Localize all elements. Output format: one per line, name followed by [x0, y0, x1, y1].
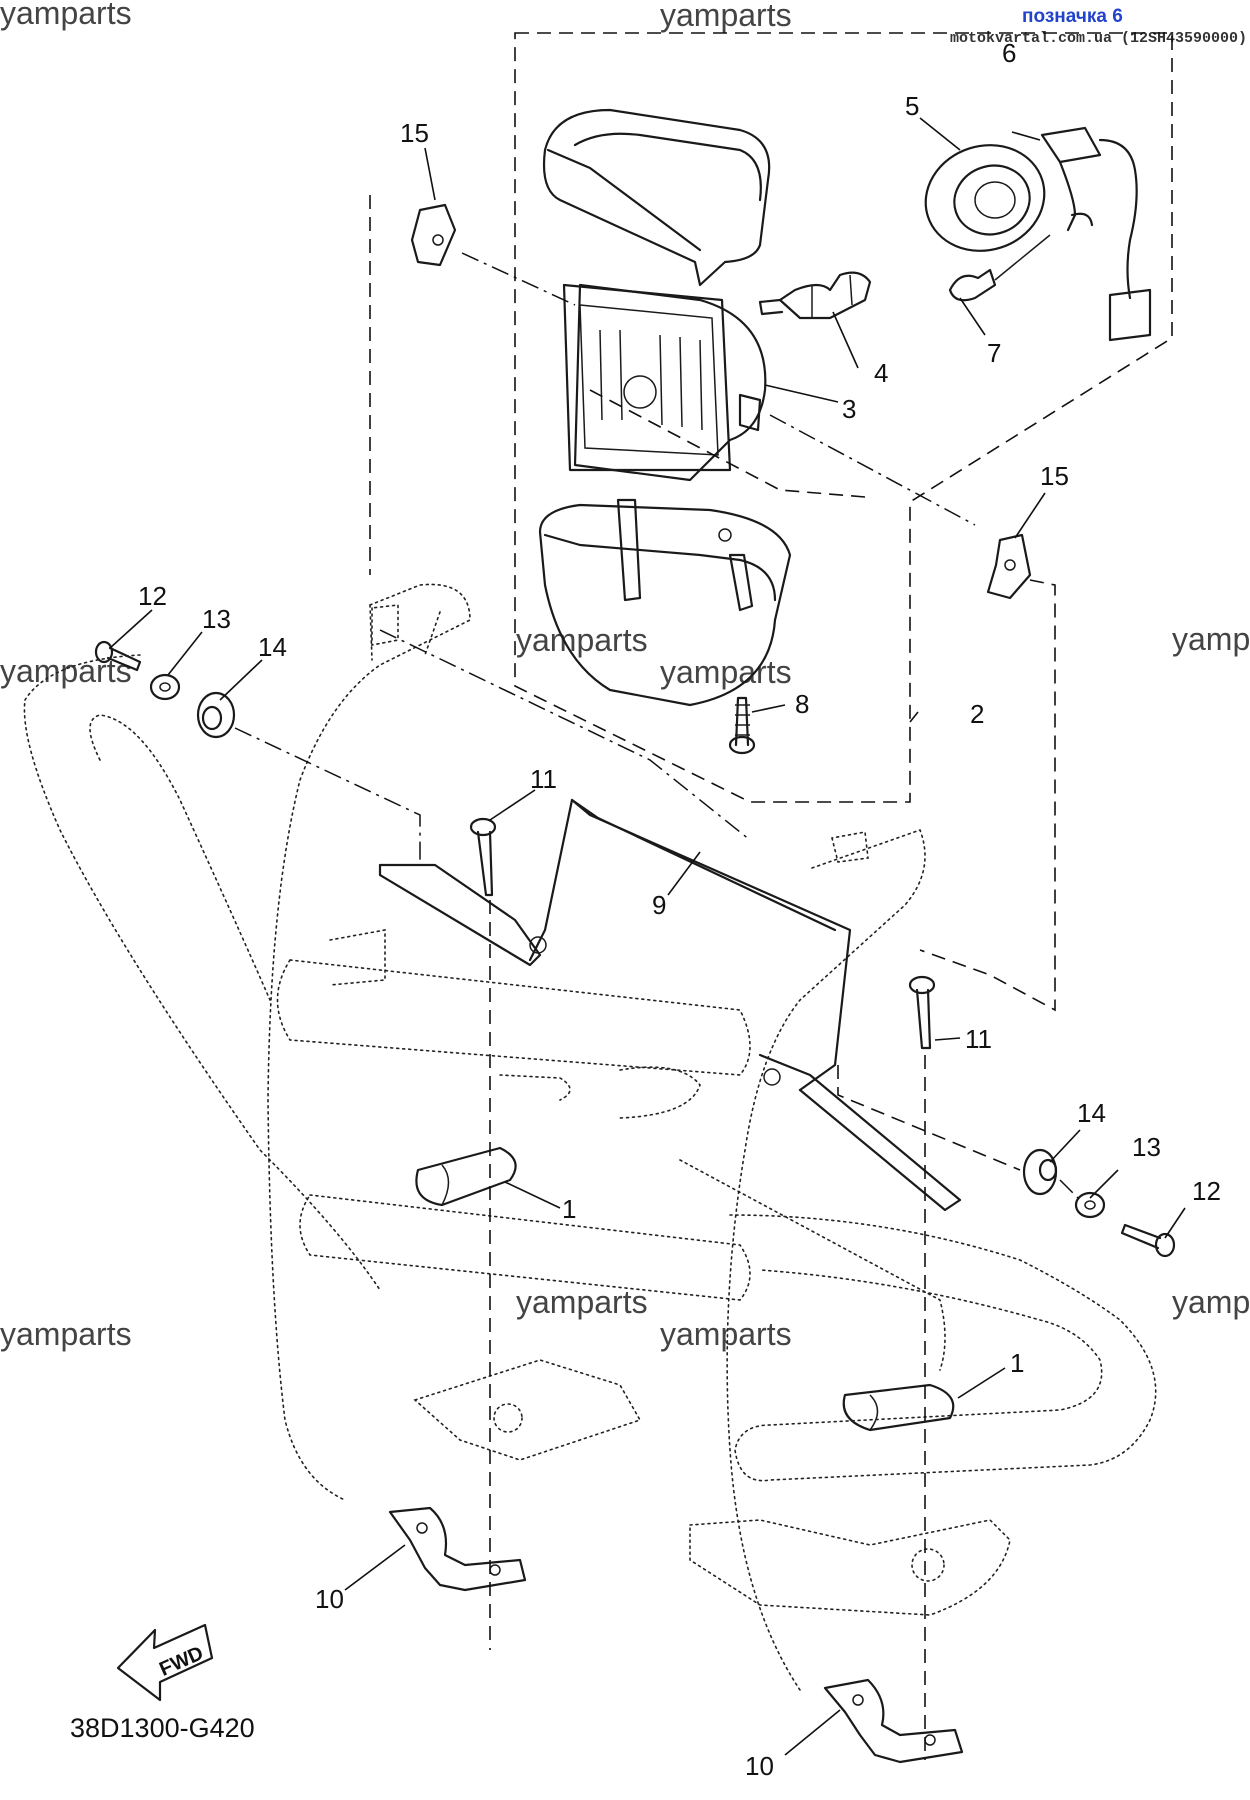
callout-14-left: 14 — [258, 632, 287, 662]
callout-7: 7 — [987, 338, 1001, 368]
leader-lines — [109, 117, 1186, 1756]
callout-5: 5 — [905, 91, 919, 121]
watermark: yamparts — [516, 622, 648, 658]
callout-13-left: 13 — [202, 604, 231, 634]
callout-11-lower: 11 — [965, 1024, 992, 1054]
watermark: yamparts — [0, 1316, 132, 1352]
guide-line — [379, 629, 751, 841]
watermark: yamparts — [1172, 1284, 1250, 1320]
clip-part-15-top — [410, 203, 457, 267]
callout-3: 3 — [842, 394, 856, 424]
guide-line — [589, 389, 866, 498]
watermark: yamparts — [516, 1284, 648, 1320]
callout-4: 4 — [874, 358, 888, 388]
callout-11-upper: 11 — [530, 764, 557, 794]
callout-10-left: 10 — [315, 1584, 344, 1614]
headlight-assembly-boundary — [514, 32, 1173, 803]
diagram-code: 38D1300-G420 — [70, 1713, 255, 1743]
guide-line — [837, 1065, 1021, 1171]
lead-wire-harness — [1040, 126, 1152, 342]
callout-12-left: 12 — [138, 581, 167, 611]
washer-part-13-right — [1074, 1191, 1106, 1219]
callout-15-right: 15 — [1040, 461, 1069, 491]
grommet-part-14-right — [1022, 1148, 1058, 1196]
callout-10-right: 10 — [745, 1751, 774, 1781]
screw-part-8 — [728, 696, 756, 755]
callout-6: 6 — [1002, 38, 1016, 68]
guide-line — [769, 414, 976, 526]
callout-1-right: 1 — [1010, 1348, 1024, 1378]
watermark: yamparts — [0, 0, 132, 31]
watermark: yamparts — [660, 0, 792, 33]
callout-13-right: 13 — [1132, 1132, 1161, 1162]
bracket-part-10-right — [823, 1678, 964, 1764]
callout-9: 9 — [652, 890, 666, 920]
headlight-visor — [542, 108, 771, 287]
clip-part-15-right — [986, 533, 1032, 600]
guide-line — [461, 252, 576, 306]
callout-15-top: 15 — [400, 118, 429, 148]
guide-line — [919, 579, 1056, 1012]
callout-2: 2 — [970, 699, 984, 729]
watermark: yamparts — [660, 1316, 792, 1352]
forward-arrow-icon: FWD — [116, 1623, 214, 1702]
headlight-lower-case — [538, 498, 792, 707]
watermark: yamparts — [0, 653, 132, 689]
callout-12-right: 12 — [1192, 1176, 1221, 1206]
bulb-socket-ring — [924, 144, 1046, 252]
clamp-part-1-left — [415, 1146, 517, 1207]
grommet-part-14-left — [196, 691, 236, 739]
small-bulb — [948, 234, 1051, 302]
bolt-part-12-right — [1120, 1223, 1176, 1258]
fwd-label: FWD — [156, 1642, 207, 1681]
bolt-part-11-lower — [908, 975, 936, 1050]
bracket-part-10-left — [388, 1506, 527, 1592]
guide-line — [234, 727, 421, 860]
bolt-part-12-left — [94, 640, 142, 672]
bolt-part-11-upper — [469, 817, 497, 897]
callout-8: 8 — [795, 689, 809, 719]
watermark: yamparts — [1172, 621, 1250, 657]
headlight-unit — [562, 283, 767, 482]
clamp-part-1-right — [842, 1383, 955, 1432]
washer-part-13-left — [149, 673, 181, 701]
guide-line — [1059, 1179, 1081, 1201]
watermark: yamparts — [660, 654, 792, 690]
callout-1-left: 1 — [562, 1194, 576, 1224]
headlight-bulb — [758, 271, 872, 320]
front-guard-frame — [23, 583, 1157, 1691]
headlight-stay-bracket — [378, 798, 962, 1212]
tag-label: позначка 6 — [1022, 6, 1123, 27]
callout-14-right: 14 — [1077, 1098, 1106, 1128]
